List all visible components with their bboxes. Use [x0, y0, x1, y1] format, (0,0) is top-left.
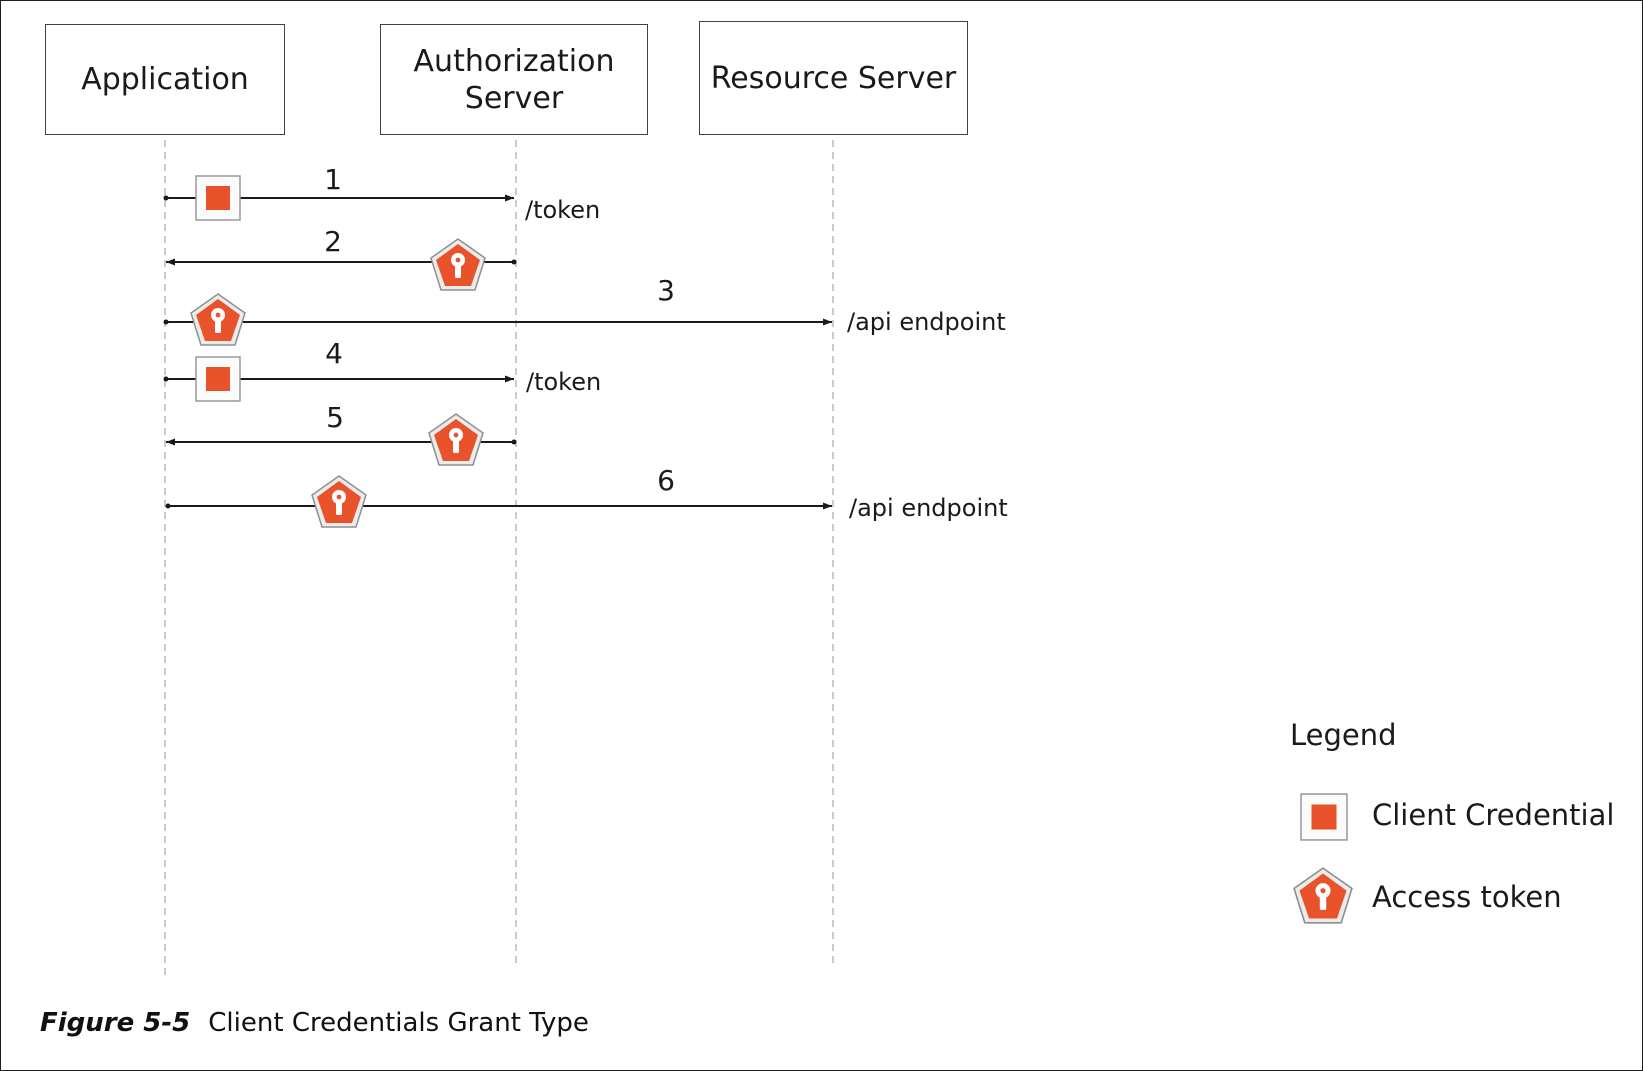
legend-client-credential-icon	[1300, 793, 1348, 841]
message-5: 5	[166, 401, 517, 466]
actor-authorization-server: Authorization Server	[380, 24, 648, 135]
actor-application-label: Application	[81, 62, 249, 97]
message-1: 1 /token	[163, 163, 600, 224]
figure-title: Client Credentials Grant Type	[208, 1008, 589, 1038]
access-token-icon	[428, 413, 484, 466]
figure-caption: Figure 5-5 Client Credentials Grant Type	[40, 1008, 589, 1038]
legend-access-token-icon	[1293, 867, 1353, 924]
message-1-endpoint: /token	[525, 196, 600, 224]
message-2: 2	[166, 225, 517, 291]
actor-resource-server: Resource Server	[699, 21, 968, 135]
client-credential-icon	[195, 175, 241, 221]
message-2-number: 2	[324, 225, 342, 258]
message-3-number: 3	[657, 274, 675, 307]
message-6-number: 6	[657, 464, 675, 497]
access-token-icon	[430, 238, 486, 291]
message-5-number: 5	[326, 401, 344, 434]
legend-label-access-token: Access token	[1372, 880, 1562, 914]
message-3: 3 /api endpoint	[163, 274, 1006, 346]
message-3-endpoint: /api endpoint	[847, 308, 1006, 336]
message-6-endpoint: /api endpoint	[849, 494, 1008, 522]
actor-authorization-server-label-line2: Server	[464, 80, 564, 116]
figure-label: Figure 5-5	[40, 1008, 191, 1038]
client-credential-icon	[195, 356, 241, 402]
actor-authorization-server-label-line1: Authorization	[413, 43, 615, 79]
message-4-number: 4	[325, 337, 343, 370]
legend-title: Legend	[1290, 718, 1397, 752]
message-6: 6 /api endpoint	[165, 464, 1008, 528]
legend-label-client-credential: Client Credential	[1372, 798, 1615, 832]
actor-application: Application	[45, 24, 285, 135]
message-4: 4 /token	[163, 337, 601, 402]
actor-resource-server-label: Resource Server	[710, 60, 957, 96]
access-token-icon	[190, 293, 246, 346]
message-1-number: 1	[324, 163, 342, 196]
message-4-endpoint: /token	[526, 368, 601, 396]
access-token-icon	[311, 475, 367, 528]
